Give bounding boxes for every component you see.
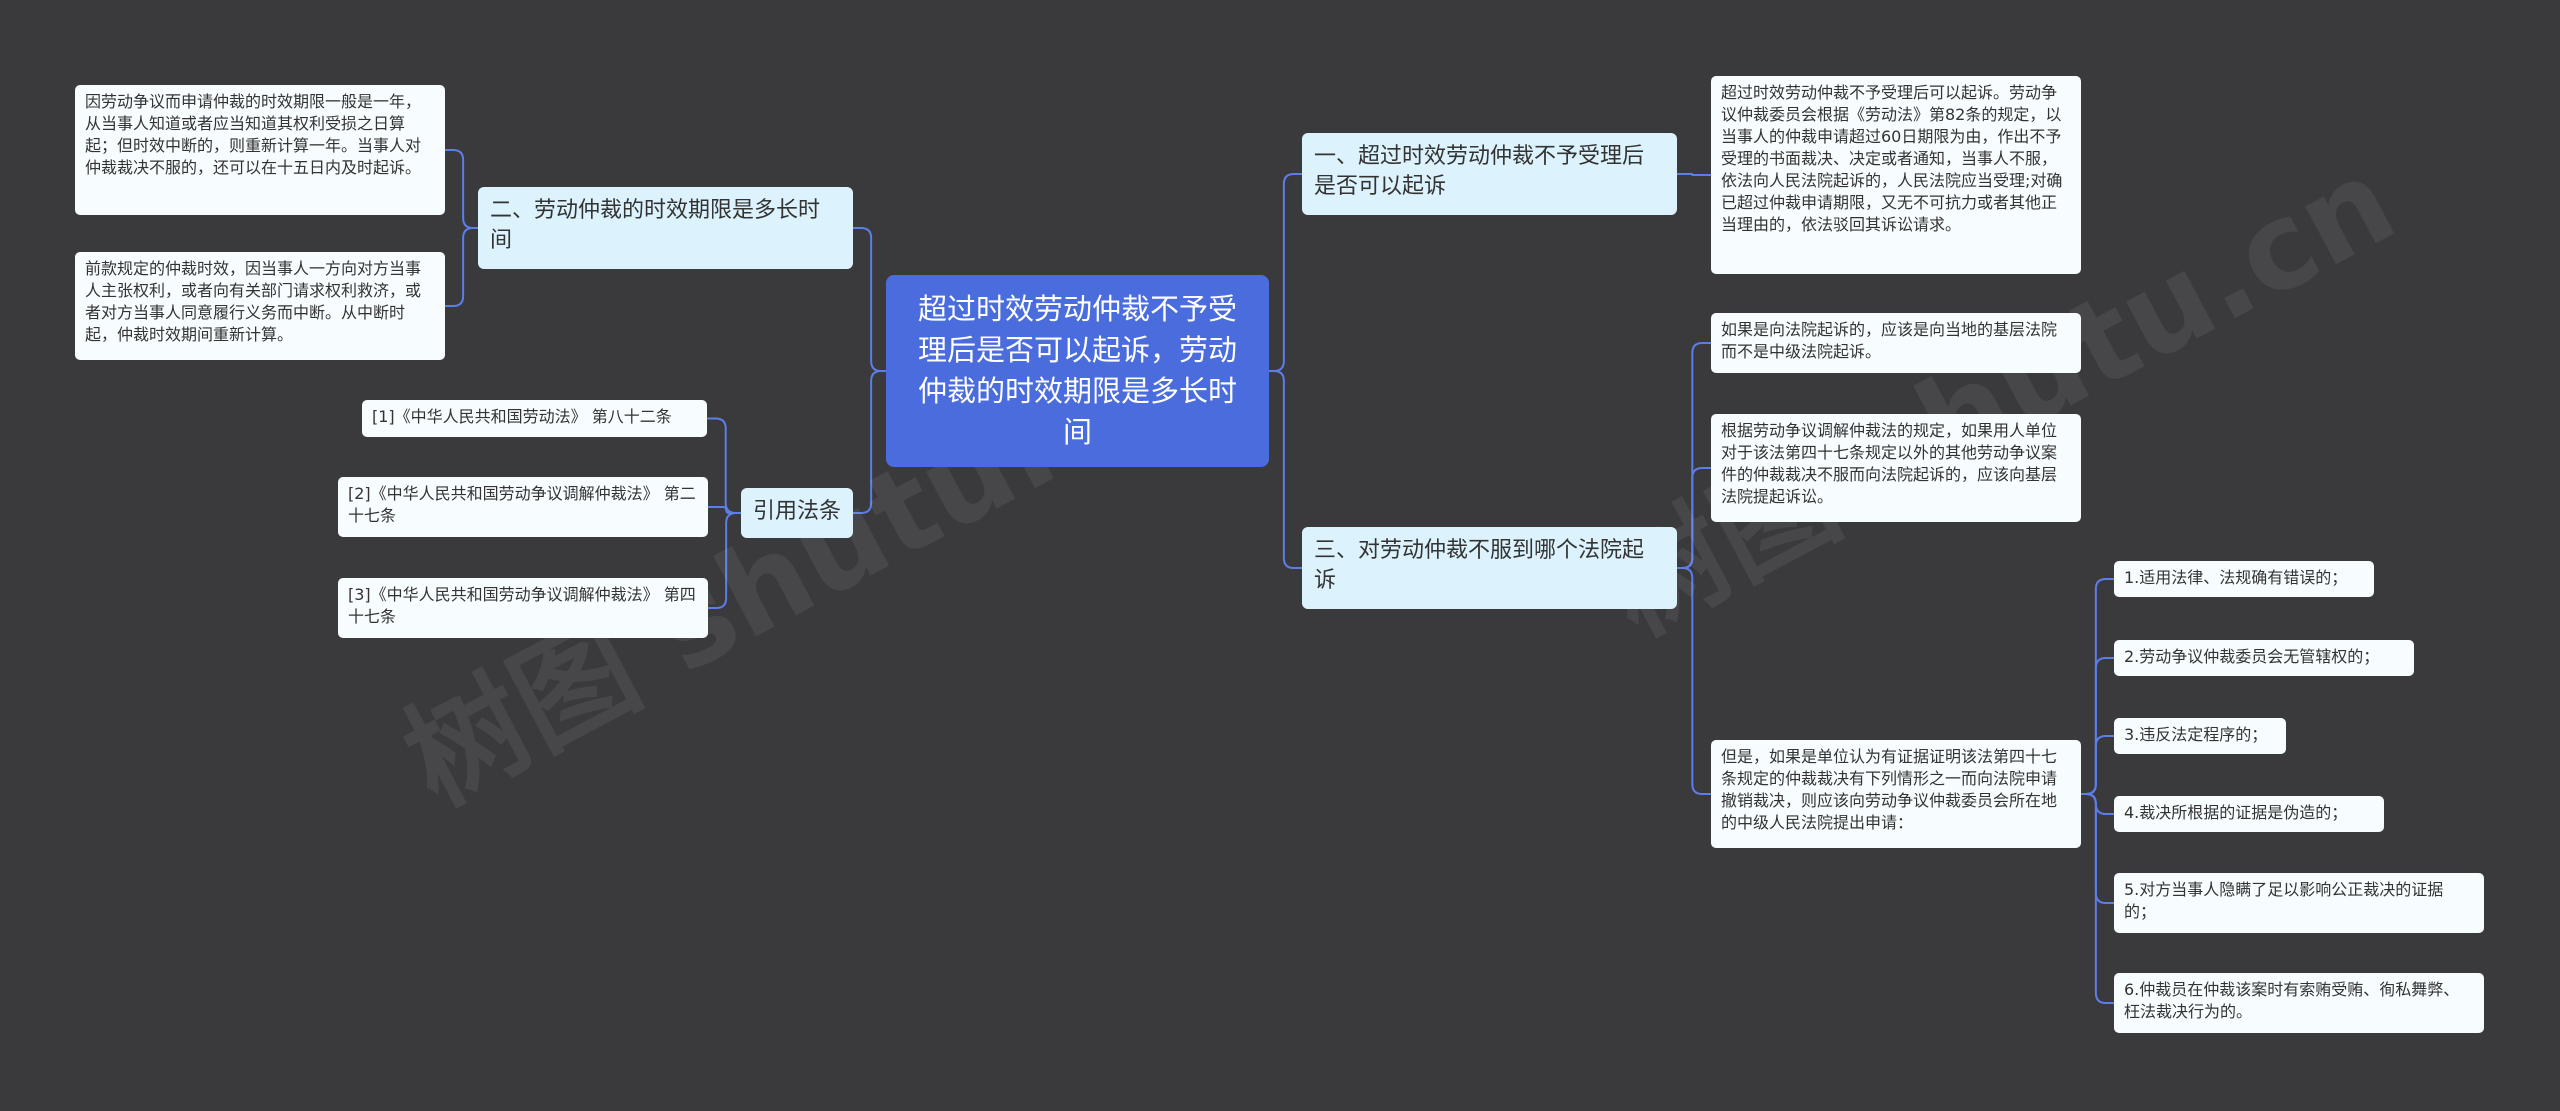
sub-leaf-condition-4[interactable]: 4.裁决所根据的证据是伪造的； — [2114, 796, 2384, 832]
sub-leaf-condition-2[interactable]: 2.劳动争议仲裁委员会无管辖权的； — [2114, 640, 2414, 676]
root-topic-text: 超过时效劳动仲裁不予受理后是否可以起诉，劳动仲裁的时效期限是多长时间 — [917, 292, 1237, 449]
connector-sub-leaf-condition-6 — [2081, 793, 2114, 1004]
leaf-employer-suit[interactable]: 根据劳动争议调解仲裁法的规定，如果用人单位对于该法第四十七条规定以外的其他劳动争… — [1711, 414, 2081, 522]
connector-leaf-period-one-year — [445, 149, 478, 229]
sub-leaf-condition-3[interactable]: 3.违反法定程序的； — [2114, 718, 2286, 754]
connector-leaf-employer-suit — [1677, 467, 1711, 569]
leaf-law-1[interactable]: [1]《中华人民共和国劳动法》 第八十二条 — [362, 400, 707, 437]
connector-sub-leaf-condition-1 — [2081, 578, 2114, 795]
leaf-basic-court[interactable]: 如果是向法院起诉的，应该是向当地的基层法院而不是中级法院起诉。 — [1711, 313, 2081, 373]
connector-leaf-law-1 — [707, 417, 741, 514]
leaf-period-interruption[interactable]: 前款规定的仲裁时效，因当事人一方向对方当事人主张权利，或者向有关部门请求权利救济… — [75, 252, 445, 360]
connector-leaf-timeout-can-sue — [1677, 173, 1711, 176]
root-topic[interactable]: 超过时效劳动仲裁不予受理后是否可以起诉，劳动仲裁的时效期限是多长时间 — [886, 275, 1269, 467]
connector-leaf-law-2 — [708, 506, 741, 514]
leaf-revoke-award[interactable]: 但是，如果是单位认为有证据证明该法第四十七条规定的仲裁裁决有下列情形之一而向法院… — [1711, 740, 2081, 848]
connector-leaf-revoke-award — [1677, 567, 1711, 795]
sub-leaf-condition-6[interactable]: 6.仲裁员在仲裁该案时有索贿受贿、徇私舞弊、枉法裁决行为的。 — [2114, 973, 2484, 1033]
sub-leaf-condition-5[interactable]: 5.对方当事人隐瞒了足以影响公正裁决的证据的； — [2114, 873, 2484, 933]
connector-sub-leaf-condition-4 — [2081, 793, 2114, 815]
leaf-timeout-can-sue[interactable]: 超过时效劳动仲裁不予受理后可以起诉。劳动争议仲裁委员会根据《劳动法》第82条的规… — [1711, 76, 2081, 274]
leaf-law-3[interactable]: [3]《中华人民共和国劳动争议调解仲裁法》 第四十七条 — [338, 578, 708, 638]
connector-branch-which-court — [1269, 370, 1302, 569]
connector-leaf-period-interruption — [445, 227, 478, 307]
connector-branch-timeout-arbitration — [1269, 173, 1302, 372]
connector-branch-cited-laws — [853, 370, 886, 514]
branch-arbitration-period[interactable]: 二、劳动仲裁的时效期限是多长时间 — [478, 187, 853, 269]
connector-branch-arbitration-period — [853, 227, 886, 372]
leaf-period-one-year[interactable]: 因劳动争议而申请仲裁的时效期限一般是一年，从当事人知道或者应当知道其权利受损之日… — [75, 85, 445, 215]
branch-which-court[interactable]: 三、对劳动仲裁不服到哪个法院起诉 — [1302, 527, 1677, 609]
connector-sub-leaf-condition-3 — [2081, 735, 2114, 795]
sub-leaf-condition-1[interactable]: 1.适用法律、法规确有错误的； — [2114, 561, 2374, 597]
branch-timeout-arbitration[interactable]: 一、超过时效劳动仲裁不予受理后是否可以起诉 — [1302, 133, 1677, 215]
leaf-law-2[interactable]: [2]《中华人民共和国劳动争议调解仲裁法》 第二十七条 — [338, 477, 708, 537]
connector-leaf-law-3 — [708, 512, 741, 609]
connector-sub-leaf-condition-2 — [2081, 657, 2114, 795]
branch-cited-laws[interactable]: 引用法条 — [741, 488, 853, 538]
connector-leaf-basic-court — [1677, 342, 1711, 569]
